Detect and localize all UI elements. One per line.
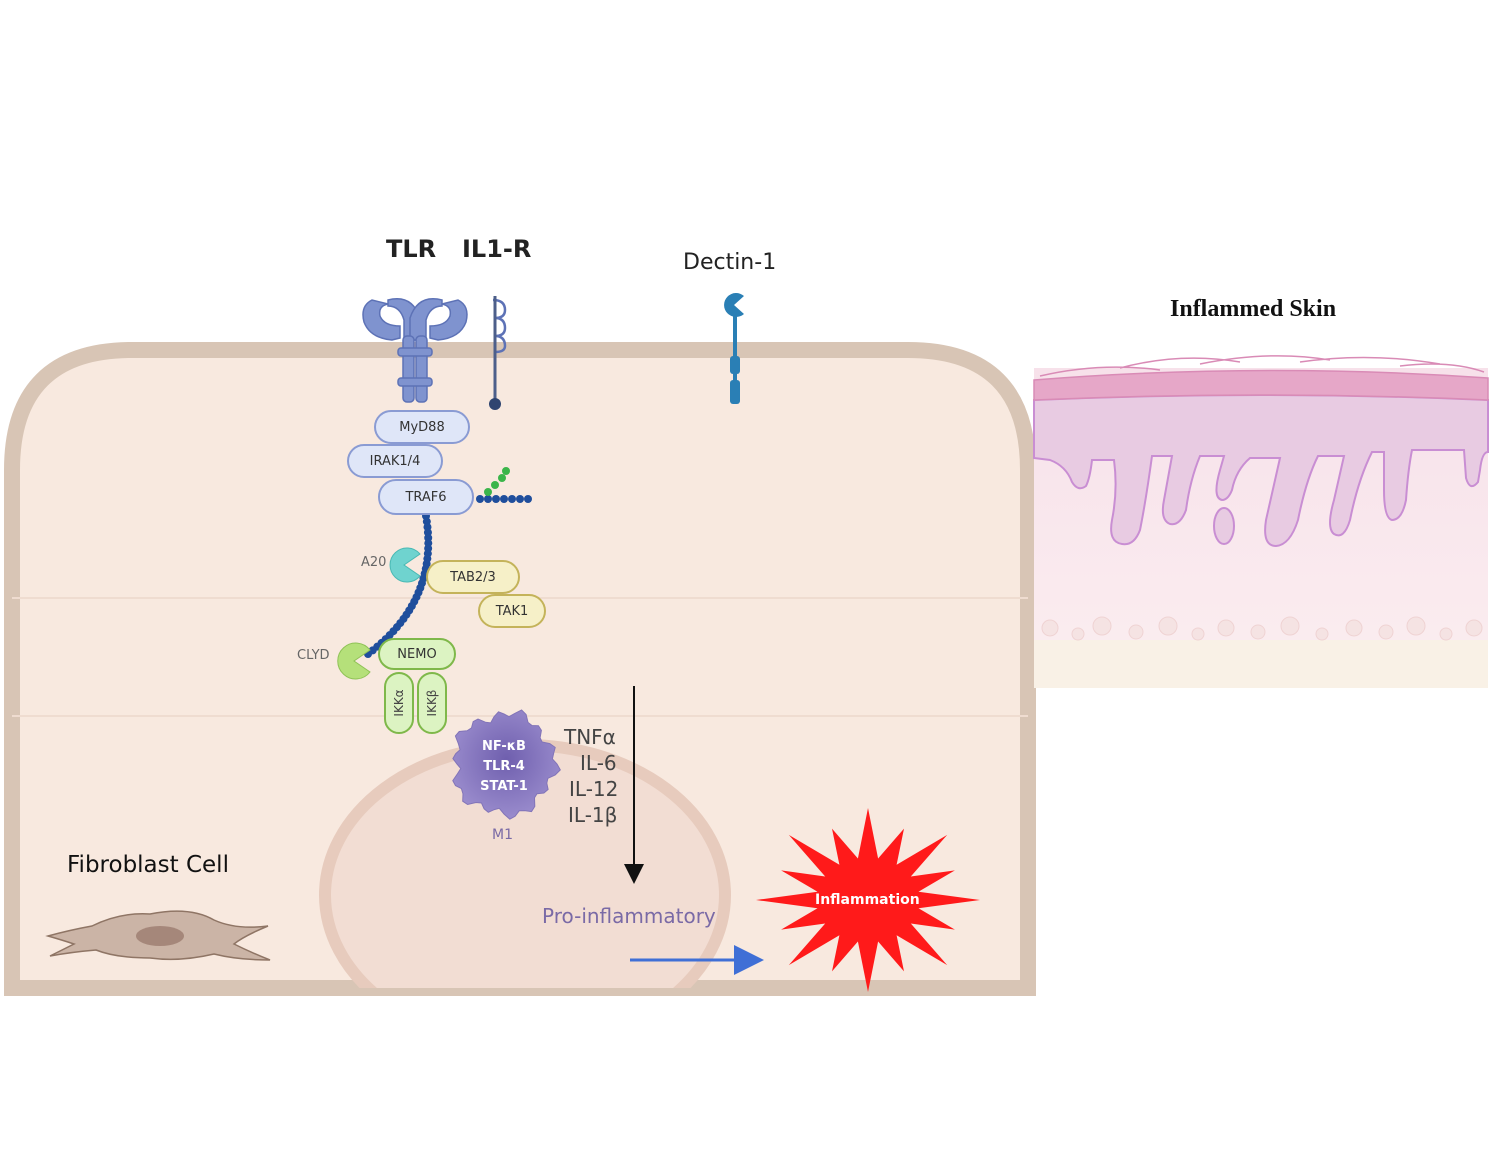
cytokine-tnfa: TNFα xyxy=(564,725,616,749)
nemo-node: NEMO xyxy=(378,638,456,670)
fibroblast-icon xyxy=(45,910,271,961)
clyd-label: CLYD xyxy=(297,648,330,663)
ubiquitin-bead xyxy=(492,495,500,503)
ubiquitin-bead xyxy=(484,495,492,503)
m1-nfkb-label: NF-κB xyxy=(482,739,526,754)
ikk-beta-node: IKKβ xyxy=(417,672,447,734)
tlr-receptor-icon xyxy=(362,298,468,403)
ubiquitin-side-chain xyxy=(476,467,532,503)
cytokine-il1b: IL-1β xyxy=(568,803,618,827)
inflammation-label: Inflammation xyxy=(815,892,920,908)
m1-stat1-label: STAT-1 xyxy=(480,779,528,794)
cytokine-il12: IL-12 xyxy=(569,777,619,801)
m1-macrophage-icon xyxy=(452,709,561,820)
cytokine-il6: IL-6 xyxy=(580,751,617,775)
ubiquitin-bead xyxy=(476,495,484,503)
il1r-receptor-icon xyxy=(489,296,507,410)
pro-inflammatory-label: Pro-inflammatory xyxy=(542,904,716,928)
cell xyxy=(4,342,1036,996)
tlr-label: TLR xyxy=(386,235,437,263)
clyd-enzyme-icon xyxy=(337,642,371,680)
inflamed-skin-title: Inflammed Skin xyxy=(1170,296,1337,322)
dectin-1-label: Dectin-1 xyxy=(683,250,777,275)
traf6-node: TRAF6 xyxy=(378,479,474,515)
ubiquitin-bead xyxy=(516,495,524,503)
ubiquitin-bead xyxy=(524,495,532,503)
dectin-1-receptor-icon xyxy=(724,292,744,404)
ubiquitin-bead-green xyxy=(502,467,510,475)
a20-label: A20 xyxy=(361,555,387,570)
myd88-node: MyD88 xyxy=(374,410,470,444)
ubiquitin-bead-green xyxy=(484,488,492,496)
m1-tlr4-label: TLR-4 xyxy=(483,759,525,774)
inflamed-skin-illustration xyxy=(1033,355,1489,688)
ikk-alpha-node: IKKα xyxy=(384,672,414,734)
tab-node: TAB2/3 xyxy=(426,560,520,594)
tak1-node: TAK1 xyxy=(478,594,546,628)
irak-node: IRAK1/4 xyxy=(347,444,443,478)
ikk-beta-label: IKKβ xyxy=(425,689,439,717)
ikk-alpha-label: IKKα xyxy=(392,689,406,717)
ubiquitin-bead-green xyxy=(498,474,506,482)
m1-label: M1 xyxy=(492,827,513,843)
il1r-label: IL1-R xyxy=(462,235,532,263)
ubiquitin-bead-green xyxy=(491,481,499,489)
cell-membrane xyxy=(4,342,1036,996)
inflammation-burst-icon xyxy=(756,808,980,992)
a20-enzyme-icon xyxy=(389,547,421,583)
ubiquitin-bead xyxy=(508,495,516,503)
ubiquitin-bead xyxy=(500,495,508,503)
fibroblast-cell-label: Fibroblast Cell xyxy=(67,852,229,878)
